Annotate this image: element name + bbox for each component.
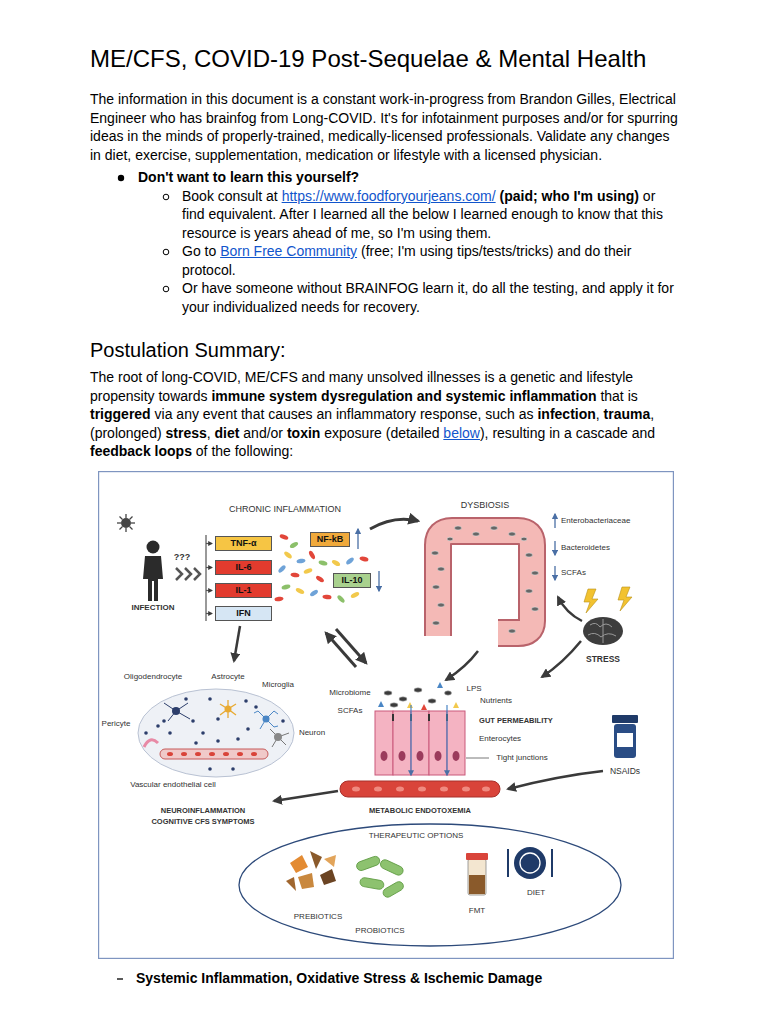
figure-label: STRESS bbox=[586, 654, 620, 664]
bold-text: (paid; who I'm using) bbox=[500, 188, 639, 204]
figure-label: INFECTION bbox=[131, 603, 174, 613]
body-text: Book consult at bbox=[182, 188, 278, 204]
bullet-item: Don't want to learn this yourself? bbox=[90, 168, 680, 187]
body-text: The information in this document is a co… bbox=[90, 91, 678, 163]
figure-label: Tight junctions bbox=[496, 753, 547, 763]
body-text: , bbox=[207, 425, 211, 441]
therapy-label: THERAPEUTIC OPTIONS bbox=[369, 831, 464, 841]
page-title: ME/CFS, COVID-19 Post-Sequelae & Mental … bbox=[90, 44, 680, 74]
bold-text: Don't want to learn this yourself? bbox=[138, 169, 359, 185]
figure-label: GUT PERMEABILITY bbox=[479, 716, 553, 726]
figure-label: Neuron bbox=[299, 728, 325, 738]
cytokine-box: IL-1 bbox=[215, 583, 272, 598]
figure-label: DYSBIOSIS bbox=[461, 500, 510, 510]
bold-text: Systemic Inflammation, Oxidative Stress … bbox=[136, 970, 542, 986]
sub-bullet-item: Or have someone without BRAINFOG learn i… bbox=[90, 279, 680, 316]
figure-label: METABOLIC ENDOTOXEMIA bbox=[369, 806, 471, 816]
cytokine-label: IL-10 bbox=[341, 575, 362, 586]
figure-label: Nutrients bbox=[480, 696, 512, 706]
therapy-label: PROBIOTICS bbox=[355, 926, 404, 936]
figure-label: Oligodendrocyte bbox=[124, 672, 182, 682]
body-text: ), resulting in a cascade and bbox=[480, 425, 655, 441]
figure-label: Enterocytes bbox=[479, 734, 521, 744]
bullet-mark bbox=[116, 173, 126, 183]
body-text: and/or bbox=[243, 425, 283, 441]
figure-label: Astrocyte bbox=[211, 672, 244, 682]
sub-bullet-item: Go to Born Free Community (free; I'm usi… bbox=[90, 242, 680, 279]
bold-text: trauma bbox=[604, 406, 651, 422]
bullet-mark bbox=[116, 974, 126, 984]
bold-text: immune system dysregulation and systemic… bbox=[211, 388, 596, 404]
figure-label: ??? bbox=[174, 552, 191, 562]
body-text: Or have someone without BRAINFOG learn i… bbox=[182, 280, 674, 315]
figure-label: Microbiome bbox=[329, 688, 370, 698]
therapy-label: FMT bbox=[469, 906, 485, 916]
dash-item: Systemic Inflammation, Oxidative Stress … bbox=[90, 969, 680, 988]
ellipse-outline bbox=[238, 823, 622, 947]
body-text: Postulation Summary: bbox=[90, 339, 286, 361]
cytokine-label: NF-kB bbox=[317, 534, 344, 545]
figure-label: SCFAs bbox=[561, 568, 586, 578]
cytokine-label: IFN bbox=[236, 608, 251, 619]
figure-label: SCFAs bbox=[338, 706, 363, 716]
body-text: , bbox=[596, 406, 600, 422]
bullet-mark bbox=[161, 284, 171, 294]
body-text: exposure (detailed bbox=[324, 425, 439, 441]
sub-bullet-item: Book consult at https://www.foodforyourj… bbox=[90, 187, 680, 243]
figure-label: Bacteroidetes bbox=[561, 543, 610, 553]
body-paragraph: The root of long-COVID, ME/CFS and many … bbox=[90, 368, 680, 461]
bullet-mark bbox=[161, 192, 171, 202]
figure-label: Microglia bbox=[262, 680, 294, 690]
cytokine-box: IFN bbox=[215, 606, 272, 621]
body-paragraph: The information in this document is a co… bbox=[90, 90, 680, 164]
figure-label: COGNITIVE CFS SYMPTOMS bbox=[151, 817, 254, 827]
body-text: that is bbox=[600, 388, 637, 404]
bold-text: toxin bbox=[287, 425, 320, 441]
hyperlink-text: Born Free Community bbox=[220, 243, 357, 259]
cytokine-label: IL-1 bbox=[235, 585, 251, 596]
figure-label: Pericyte bbox=[102, 719, 131, 729]
cytokine-box: IL-10 bbox=[333, 573, 371, 588]
figure-label: CHRONIC INFLAMMATION bbox=[229, 504, 341, 514]
therapy-ellipse: THERAPEUTIC OPTIONS PREBIOTICS PROBIOTICS F… bbox=[238, 823, 622, 947]
cytokine-label: TNF-α bbox=[230, 538, 256, 549]
bold-text: stress bbox=[166, 425, 207, 441]
figure-label: Vascular endothelial cell bbox=[130, 780, 216, 790]
body-text: via any event that causes an inflammator… bbox=[155, 406, 534, 422]
hyperlink-text: below bbox=[443, 425, 480, 441]
cytokine-box: NF-kB bbox=[310, 532, 350, 547]
body-text: Go to bbox=[182, 243, 216, 259]
therapy-label: DIET bbox=[527, 888, 545, 898]
therapy-label: PREBIOTICS bbox=[294, 912, 342, 922]
figure-label: NEUROINFLAMMATION bbox=[161, 806, 245, 816]
cytokine-box: TNF-α bbox=[215, 536, 272, 551]
body-text: of the following: bbox=[196, 443, 293, 459]
figure-label: LPS bbox=[466, 684, 481, 694]
figure-label: Enterobacteriaceae bbox=[561, 516, 630, 526]
cytokine-box: IL-6 bbox=[215, 560, 272, 575]
bold-text: triggered bbox=[90, 406, 151, 422]
figure: CHRONIC INFLAMMATION DYSBIOSIS Enterobacte… bbox=[98, 471, 674, 959]
bold-text: diet bbox=[215, 425, 240, 441]
bold-text: infection bbox=[537, 406, 595, 422]
cytokine-label: IL-6 bbox=[235, 562, 251, 573]
hyperlink-text: https://www.foodforyourjeans.com/ bbox=[282, 188, 496, 204]
section-heading: Postulation Summary: bbox=[90, 338, 680, 362]
bullet-mark bbox=[161, 247, 171, 257]
bold-text: feedback loops bbox=[90, 443, 192, 459]
figure-label: NSAIDs bbox=[610, 766, 640, 776]
